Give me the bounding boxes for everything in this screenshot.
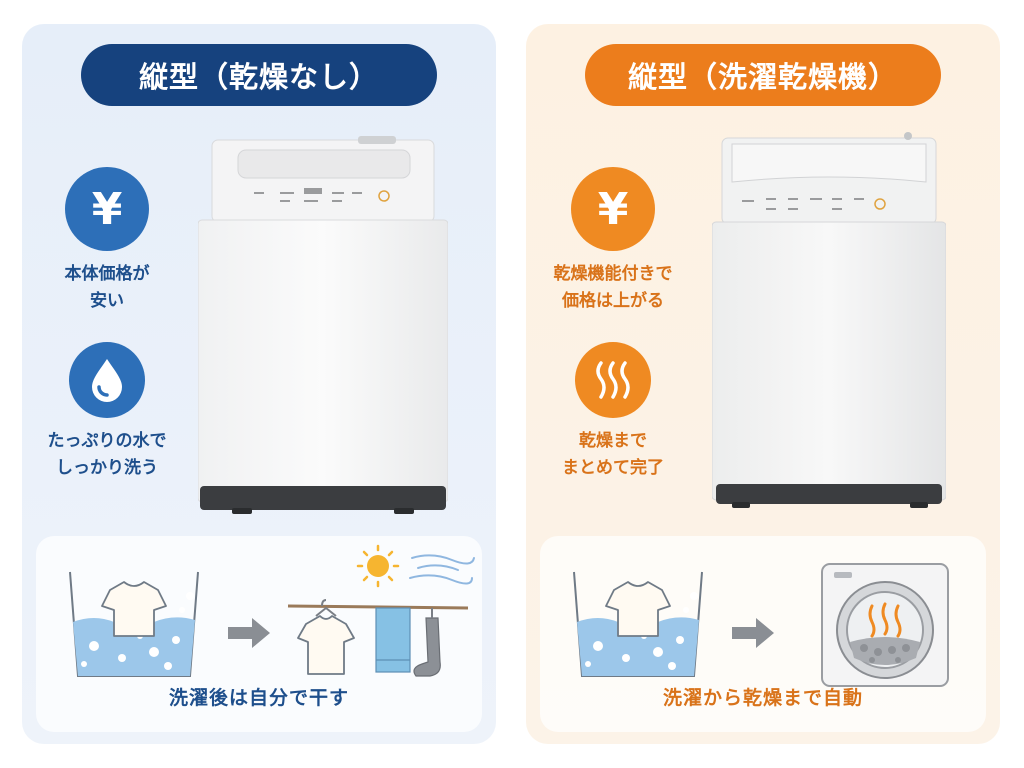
- washer-dryer-image: [712, 132, 946, 508]
- feature-drying: 乾燥まで まとめて完了: [528, 342, 698, 482]
- feature-drying-label: 乾燥まで まとめて完了: [562, 431, 664, 478]
- bottom-illustration-card: 洗濯から乾燥まで自動: [540, 536, 986, 732]
- wash-basin-icon: [69, 571, 199, 677]
- feature-water: たっぷりの水で しっかり洗う: [22, 342, 192, 482]
- water-drop-icon: [69, 342, 145, 418]
- bottom-caption: 洗濯から乾燥まで自動: [662, 687, 863, 709]
- dryer-drum-icon: [821, 563, 949, 687]
- wind-icon: [409, 554, 475, 585]
- sun-icon: [356, 544, 400, 588]
- panel-top-load-no-dryer: 縦型（乾燥なし） ¥ 本体価格が 安い たっぷりの水で しっかり洗う: [22, 24, 496, 744]
- arrow-right-icon: [732, 618, 774, 648]
- feature-water-label: たっぷりの水で しっかり洗う: [47, 431, 167, 478]
- feature-price-label: 本体価格が 安い: [64, 264, 150, 311]
- bottom-caption: 洗濯後は自分で干す: [168, 687, 349, 709]
- feature-price: ¥ 本体価格が 安い: [22, 167, 192, 315]
- yen-icon: ¥: [65, 167, 149, 251]
- yen-icon: ¥: [571, 167, 655, 251]
- heat-waves-icon: [575, 342, 651, 418]
- bottom-illustration-card: 洗濯後は自分で干す: [36, 536, 482, 732]
- panel-top-load-washer-dryer: 縦型（洗濯乾燥機） ¥ 乾燥機能付きで 価格は上がる 乾燥まで まとめて完了: [526, 24, 1000, 744]
- clothesline-icon: [287, 544, 475, 677]
- arrow-right-icon: [228, 618, 270, 648]
- washing-machine-image: [198, 136, 448, 514]
- panel-title: 縦型（洗濯乾燥機）: [585, 44, 941, 106]
- feature-price-label: 乾燥機能付きで 価格は上がる: [553, 264, 673, 311]
- wash-basin-icon: [573, 571, 703, 677]
- panel-title: 縦型（乾燥なし）: [81, 44, 437, 106]
- feature-price: ¥ 乾燥機能付きで 価格は上がる: [528, 167, 698, 315]
- heat-waves-icon: [868, 602, 902, 638]
